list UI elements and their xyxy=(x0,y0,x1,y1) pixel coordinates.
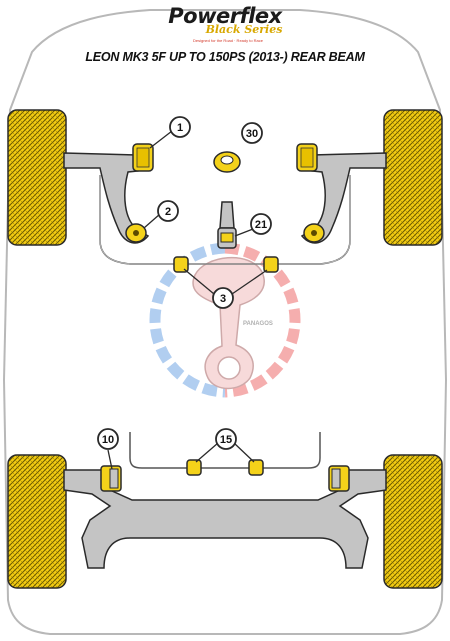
logo-brand: Powerflex xyxy=(168,4,282,28)
logo-tagline: Designed for the Road · Ready to Race xyxy=(192,38,264,43)
leader-lines xyxy=(107,130,268,470)
callout-10-circle xyxy=(97,428,119,450)
callout-2-circle xyxy=(157,200,179,222)
callout-30-label: 30 xyxy=(246,128,258,140)
bush-rear-arb-right xyxy=(248,459,264,476)
engine-mount-insert xyxy=(213,151,241,173)
bush-front-arb-left xyxy=(173,256,189,273)
powerflex-logo: Powerflex Black Series Designed for the … xyxy=(150,4,300,50)
callout-3-circle xyxy=(212,287,234,309)
front-right-tyre xyxy=(383,109,443,246)
callout-30-circle xyxy=(241,122,263,144)
lower-engine-mount xyxy=(217,201,237,249)
bush-rear-wishbone-right xyxy=(303,223,325,243)
front-left-tyre xyxy=(7,109,67,246)
callout-3-label: 3 xyxy=(220,293,226,305)
callout-15-circle xyxy=(215,428,237,450)
rear-anti-roll-bar xyxy=(129,432,321,469)
bush-front-arb-right xyxy=(263,256,279,273)
bush-rear-beam-right xyxy=(328,465,350,492)
page-title: LEON MK3 5F UP TO 150PS (2013-) REAR BEA… xyxy=(85,50,365,64)
callout-1-label: 1 xyxy=(177,122,183,134)
bush-rear-beam-left xyxy=(100,465,122,492)
watermark-logo xyxy=(149,242,301,398)
rear-beam-axle xyxy=(63,469,387,569)
callout-21-circle xyxy=(250,213,272,235)
callout-10-label: 10 xyxy=(102,434,114,446)
callout-circles xyxy=(97,116,272,450)
watermark-text: PANAGOS xyxy=(243,321,273,327)
rear-right-tyre xyxy=(383,454,443,589)
bush-rear-wishbone-left xyxy=(125,223,147,243)
callout-1-circle xyxy=(169,116,191,138)
rear-left-tyre xyxy=(7,454,67,589)
bush-front-wishbone-left xyxy=(132,143,154,172)
callout-2-label: 2 xyxy=(165,206,171,218)
logo-series: Black Series xyxy=(205,23,283,36)
car-body-outline xyxy=(2,9,448,635)
bush-rear-arb-left xyxy=(186,459,202,476)
bush-front-wishbone-right xyxy=(296,143,318,172)
callout-15-label: 15 xyxy=(220,434,232,446)
callout-21-label: 21 xyxy=(255,219,267,231)
